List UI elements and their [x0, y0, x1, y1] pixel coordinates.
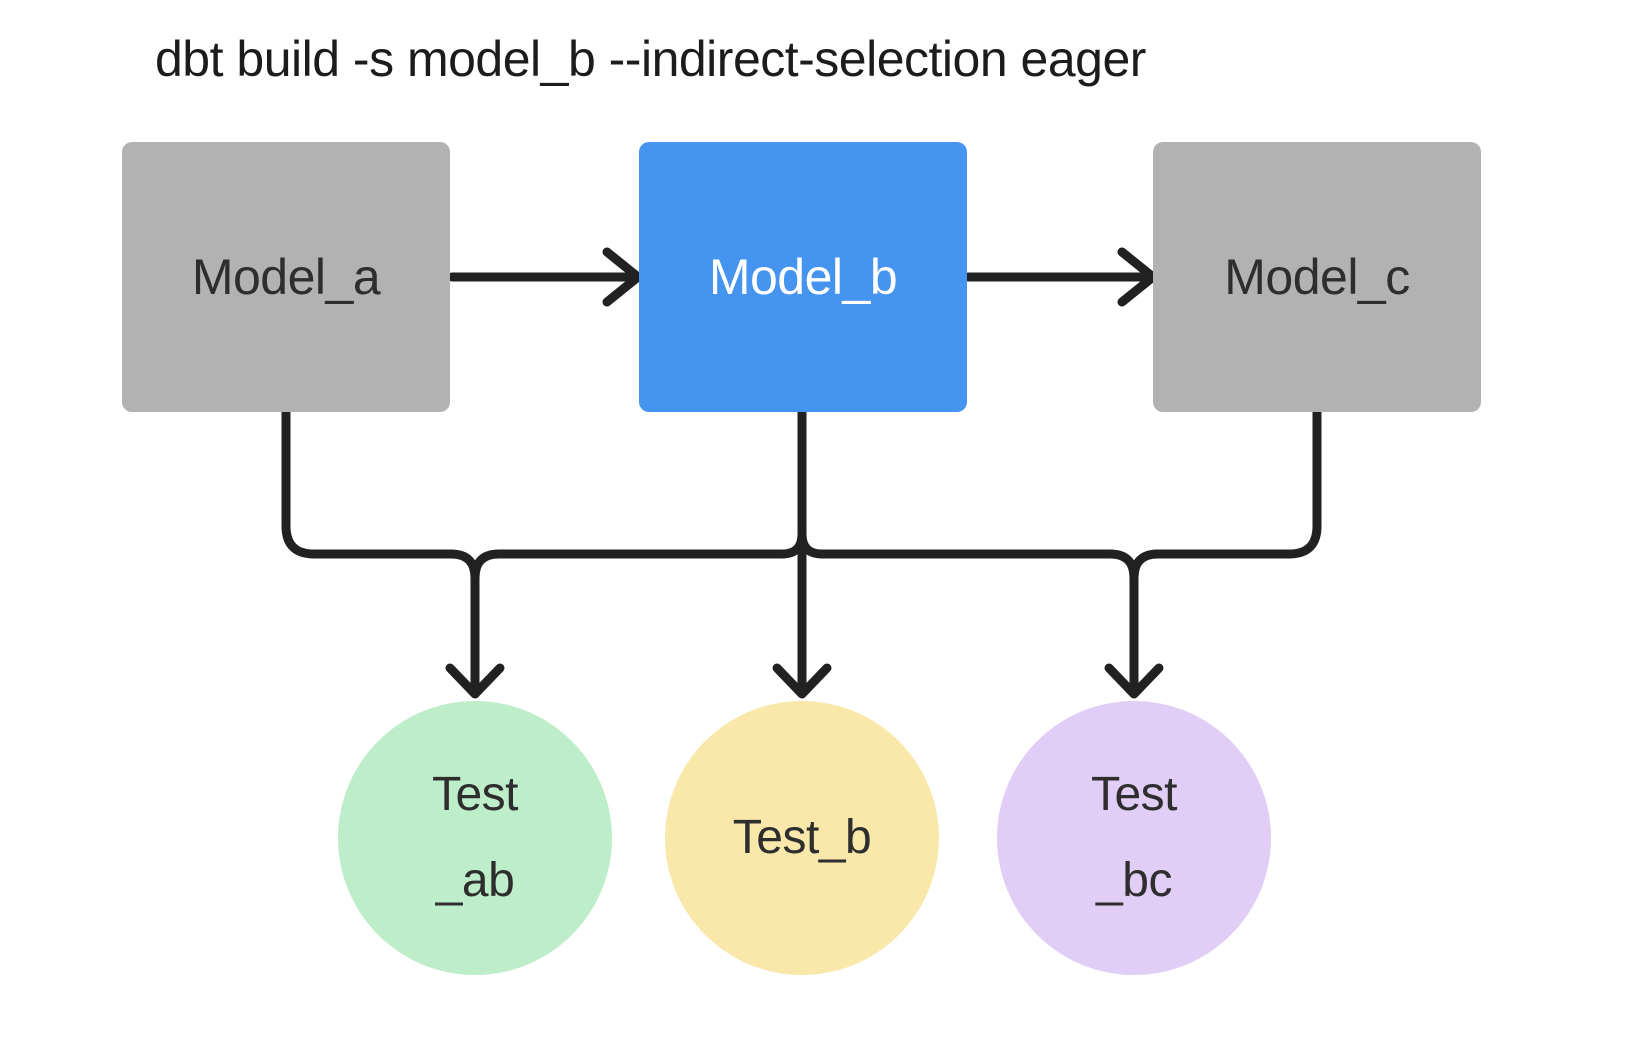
edge-model-a-to-model-b-arrow	[447, 247, 643, 307]
edge-model-b-to-test-ab	[470, 529, 807, 583]
edge-group	[281, 247, 1322, 699]
edge-model-b-to-model-c-arrow	[963, 247, 1158, 307]
node-model-a-label: Model_a	[191, 249, 381, 305]
node-model-c-label: Model_c	[1224, 249, 1410, 305]
node-test-b: Test_b	[665, 701, 939, 975]
node-test-ab-label-line1: Test	[431, 767, 519, 821]
node-test-b-label-line1: Test_b	[732, 810, 872, 864]
node-test-ab: Test _ab	[338, 701, 612, 975]
diagram-title: dbt build -s model_b --indirect-selectio…	[155, 31, 1146, 87]
node-test-bc-label-line2: _bc	[1096, 854, 1172, 907]
node-test-bc: Test _bc	[997, 701, 1271, 975]
edge-model-b-to-test-bc	[797, 529, 1139, 583]
node-model-b-selected: Model_b	[639, 142, 967, 412]
node-test-bc-label-line1: Test	[1090, 767, 1178, 821]
edge-model-c-to-test-bc	[1104, 406, 1322, 699]
node-model-c: Model_c	[1153, 142, 1481, 412]
node-test-ab-label-line2: _ab	[435, 854, 515, 907]
edge-model-a-to-test-ab	[281, 406, 505, 699]
node-model-a: Model_a	[122, 142, 450, 412]
node-model-b-label: Model_b	[708, 249, 898, 305]
